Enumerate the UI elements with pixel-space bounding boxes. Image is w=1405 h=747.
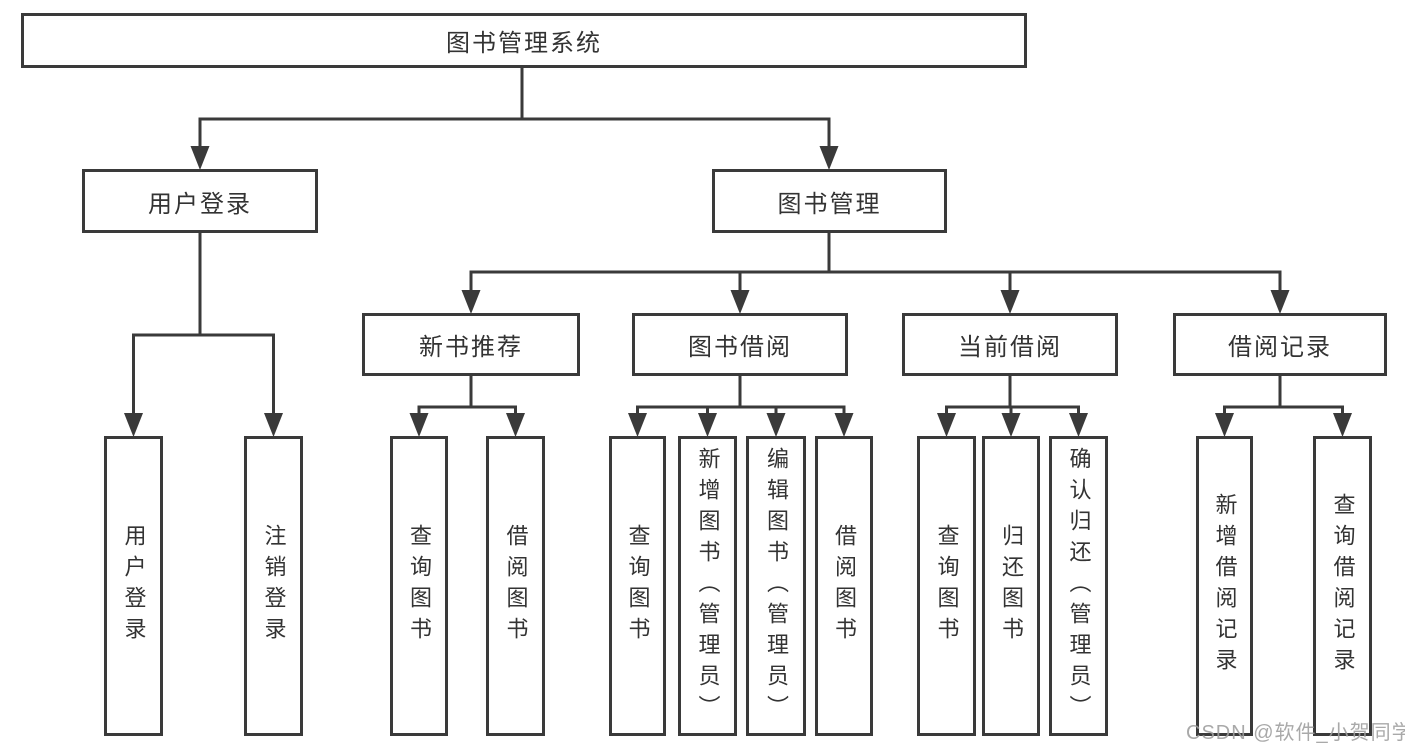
node-query-books-current: 查询图书 <box>917 436 976 736</box>
node-edit-book-admin: 编辑图书（管理员） <box>746 436 806 736</box>
node-root: 图书管理系统 <box>21 13 1027 68</box>
node-logout-leaf: 注销登录 <box>244 436 303 736</box>
node-borrow-records-label: 借阅记录 <box>1228 334 1332 361</box>
node-query-borrow-record-label: 查询借阅记录 <box>1330 493 1356 679</box>
node-user-login-branch: 用户登录 <box>82 169 318 233</box>
node-query-books-current-label: 查询图书 <box>934 524 960 648</box>
node-query-books-recommend-label: 查询图书 <box>407 524 432 648</box>
node-book-borrow-label: 图书借阅 <box>688 334 792 361</box>
node-add-borrow-record-label: 新增借阅记录 <box>1212 493 1238 679</box>
node-user-login-leaf: 用户登录 <box>104 436 163 736</box>
node-confirm-return-admin-label: 确认归还（管理员） <box>1066 446 1092 726</box>
node-new-book-recommend: 新书推荐 <box>362 313 580 376</box>
node-book-borrow: 图书借阅 <box>632 313 848 376</box>
csdn-watermark: CSDN @软件_小贺同学 <box>1186 722 1405 744</box>
node-add-book-admin-label: 新增图书（管理员） <box>695 446 721 726</box>
node-add-book-admin: 新增图书（管理员） <box>678 436 737 736</box>
node-borrow-books-leaf-label: 借阅图书 <box>832 524 857 648</box>
node-book-management-branch-label: 图书管理 <box>777 190 882 218</box>
node-add-borrow-record: 新增借阅记录 <box>1196 436 1253 736</box>
node-current-borrow: 当前借阅 <box>902 313 1118 376</box>
node-book-management-branch: 图书管理 <box>712 169 947 233</box>
node-return-book-label: 归还图书 <box>999 524 1024 648</box>
node-borrow-records: 借阅记录 <box>1173 313 1387 376</box>
node-user-login-leaf-label: 用户登录 <box>121 524 147 648</box>
node-current-borrow-label: 当前借阅 <box>958 334 1062 361</box>
node-confirm-return-admin: 确认归还（管理员） <box>1049 436 1108 736</box>
node-return-book: 归还图书 <box>982 436 1040 736</box>
node-borrow-books-recommend: 借阅图书 <box>486 436 545 736</box>
arrowhead-icons <box>124 146 1352 437</box>
node-query-books-borrow: 查询图书 <box>609 436 666 736</box>
node-edit-book-admin-label: 编辑图书（管理员） <box>764 446 789 726</box>
node-user-login-branch-label: 用户登录 <box>148 190 252 218</box>
node-borrow-books-leaf: 借阅图书 <box>815 436 873 736</box>
node-query-borrow-record: 查询借阅记录 <box>1313 436 1372 736</box>
node-borrow-books-recommend-label: 借阅图书 <box>503 524 529 648</box>
node-root-label: 图书管理系统 <box>446 30 602 57</box>
node-new-book-recommend-label: 新书推荐 <box>419 334 523 361</box>
node-logout-leaf-label: 注销登录 <box>261 524 287 648</box>
node-query-books-recommend: 查询图书 <box>390 436 448 736</box>
node-query-books-borrow-label: 查询图书 <box>625 524 651 648</box>
